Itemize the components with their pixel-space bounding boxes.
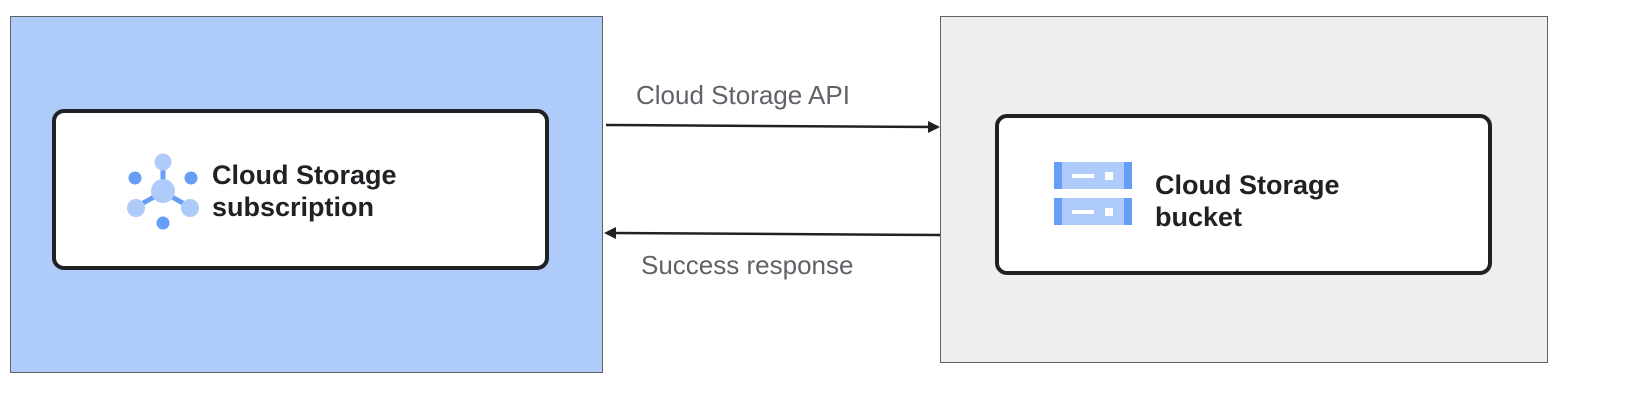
pubsub-hub-icon: [127, 153, 199, 230]
label-line1: Cloud Storage: [1155, 170, 1340, 200]
edge-request-label: Cloud Storage API: [636, 80, 850, 110]
bucket-node: Cloud Storage bucket: [995, 114, 1492, 275]
label-line2: subscription: [212, 192, 375, 222]
edge-request-arrow: [605, 121, 939, 132]
bucket-label: Cloud Storage bucket: [1155, 169, 1340, 233]
subscription-label: Cloud Storage subscription: [212, 159, 397, 223]
storage-bucket-icon: [1054, 162, 1132, 225]
arrowhead: [604, 227, 616, 239]
label-line1: Cloud Storage: [212, 160, 397, 190]
subscription-node: Cloud Storage subscription: [52, 109, 549, 270]
arrowhead: [928, 121, 940, 133]
edge-response-label: Success response: [641, 250, 854, 280]
edge-response-arrow: [611, 231, 941, 237]
label-line2: bucket: [1155, 202, 1243, 232]
